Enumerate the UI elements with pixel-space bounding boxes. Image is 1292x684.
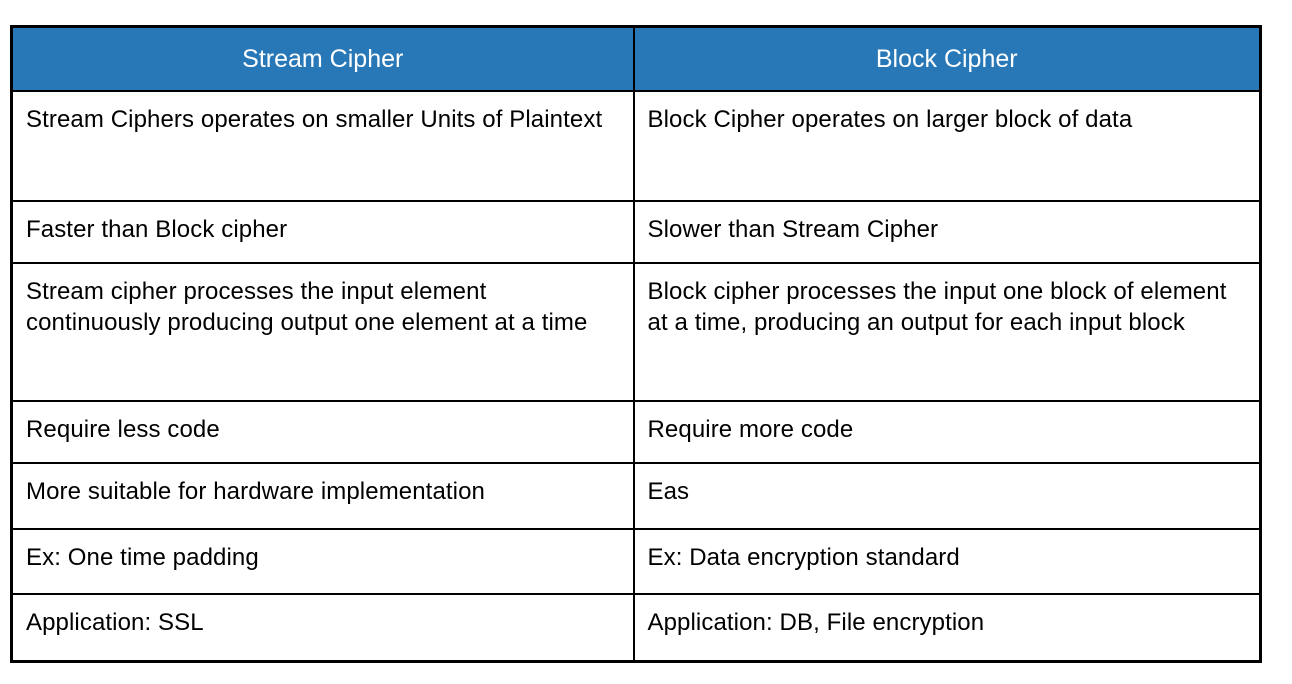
table-cell-stream: Stream cipher processes the input elemen… — [10, 262, 635, 402]
table-row: More suitable for hardware implementatio… — [10, 462, 1262, 530]
table-row: Stream cipher processes the input elemen… — [10, 262, 1262, 402]
table-cell-block: Block Cipher operates on larger block of… — [632, 90, 1262, 202]
table-cell-block: Slower than Stream Cipher — [632, 200, 1262, 264]
table-cell-stream: Require less code — [10, 400, 635, 464]
table-cell-block: Ex: Data encryption standard — [632, 528, 1262, 595]
table-row: Require less code Require more code — [10, 400, 1262, 464]
cipher-comparison-table: Stream Cipher Block Cipher Stream Cipher… — [10, 25, 1262, 663]
table-cell-block: Block cipher processes the input one blo… — [632, 262, 1262, 402]
table-cell-stream: Stream Ciphers operates on smaller Units… — [10, 90, 635, 202]
table-row: Application: SSL Application: DB, File e… — [10, 593, 1262, 662]
table-cell-block: Require more code — [632, 400, 1262, 464]
table-cell-stream: Faster than Block cipher — [10, 200, 635, 264]
table-cell-stream: Ex: One time padding — [10, 528, 635, 595]
header-cell-block-cipher: Block Cipher — [632, 25, 1262, 92]
table-cell-stream: More suitable for hardware implementatio… — [10, 462, 635, 530]
table-header-row: Stream Cipher Block Cipher — [10, 25, 1262, 92]
header-cell-stream-cipher: Stream Cipher — [10, 25, 635, 92]
table-cell-block: Application: DB, File encryption — [632, 593, 1262, 662]
table-row: Ex: One time padding Ex: Data encryption… — [10, 528, 1262, 595]
table-cell-block: Eas — [632, 462, 1262, 530]
table-cell-stream: Application: SSL — [10, 593, 635, 662]
table-row: Faster than Block cipher Slower than Str… — [10, 200, 1262, 264]
table-row: Stream Ciphers operates on smaller Units… — [10, 90, 1262, 202]
